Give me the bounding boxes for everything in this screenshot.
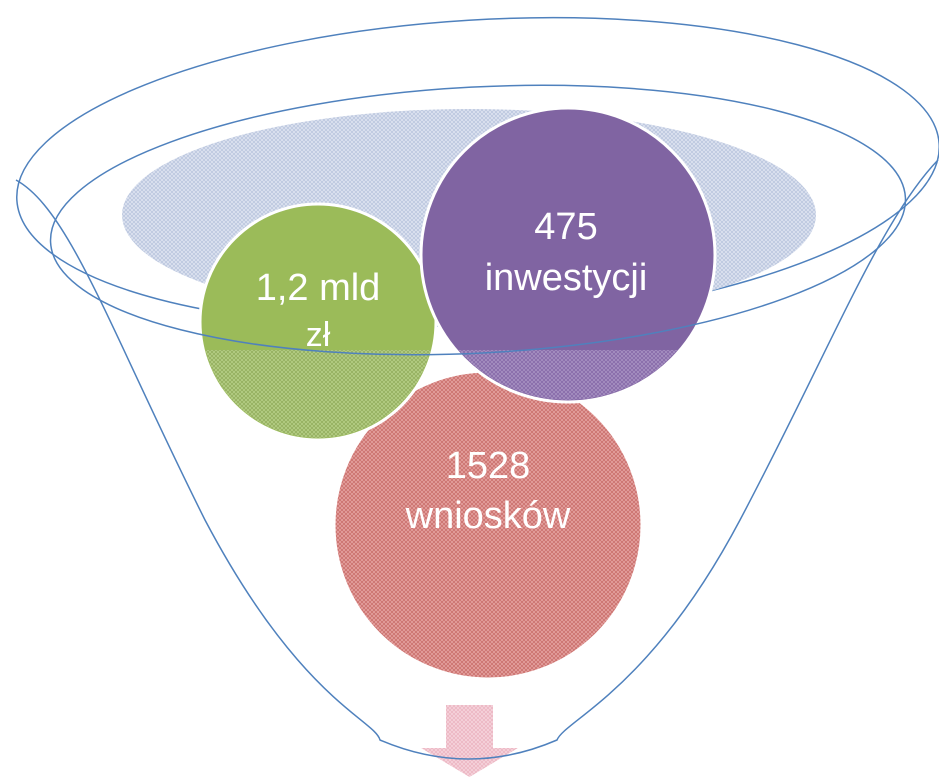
investments-label-line2: inwestycji: [485, 257, 648, 299]
funnel-inner-rim: [49, 84, 907, 356]
amount-label-line2: zł: [306, 316, 331, 354]
investments-label-line1: 475: [534, 206, 597, 248]
down-arrow-icon: [421, 705, 518, 777]
funnel-body: [15, 159, 939, 760]
amount-label-line1: 1,2 mld: [256, 267, 381, 309]
applications-label-line2: wniosków: [405, 495, 571, 537]
applications-label-line1: 1528: [446, 445, 531, 487]
investments-circle: [419, 106, 717, 404]
